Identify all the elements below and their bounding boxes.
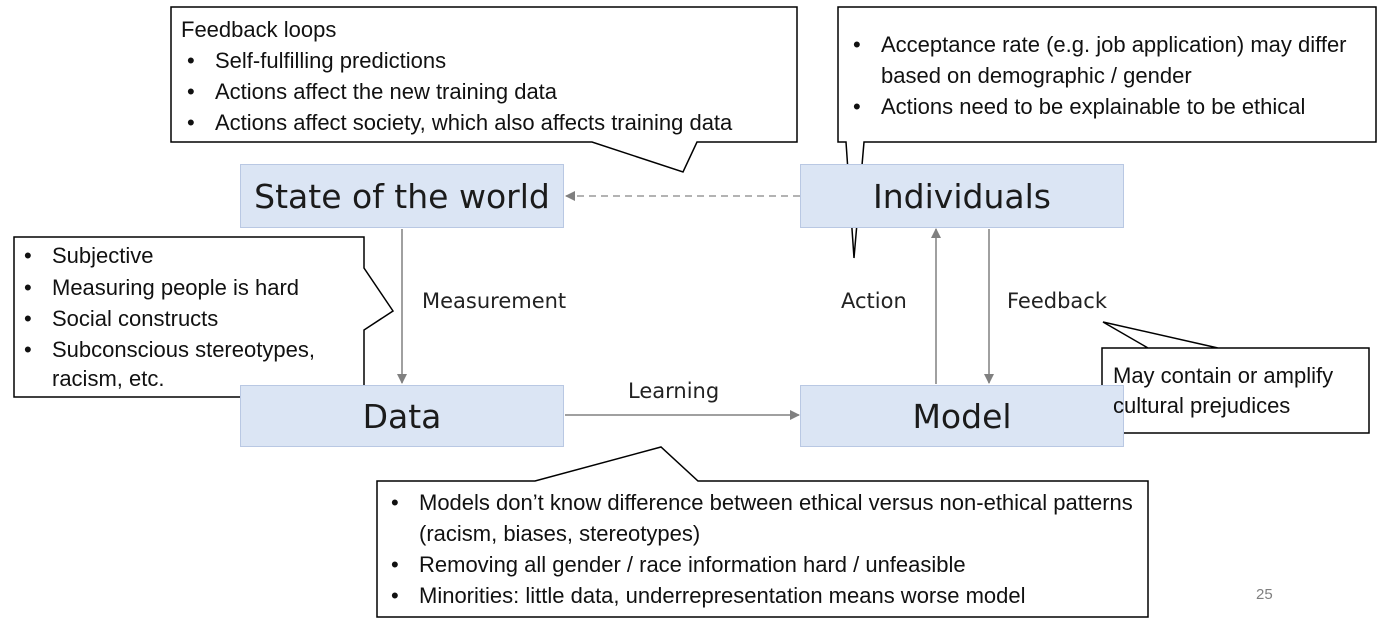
page-number: 25 xyxy=(1256,586,1273,603)
node-individuals: Individuals xyxy=(800,164,1124,228)
node-data: Data xyxy=(240,385,564,447)
callout-prejudices-shape xyxy=(1101,321,1370,434)
list-item: Subjective xyxy=(18,240,358,272)
list-item: Removing all gender / race information h… xyxy=(385,549,1145,580)
callout-measurement-issues: Subjective Measuring people is hard Soci… xyxy=(18,240,358,393)
list-item: Self-fulfilling predictions xyxy=(181,45,791,76)
callout-feedback-loops-title: Feedback loops xyxy=(181,17,337,42)
callout-feedback-loops: Feedback loops Self-fulfilling predictio… xyxy=(181,14,791,138)
callout-prejudices: May contain or amplify cultural prejudic… xyxy=(1113,363,1334,418)
list-item: Actions affect society, which also affec… xyxy=(181,107,791,138)
callout-learning-issues-list: Models don’t know difference between eth… xyxy=(385,487,1145,611)
edge-label-learning: Learning xyxy=(628,379,720,403)
callout-acceptance-list: Acceptance rate (e.g. job application) m… xyxy=(847,29,1367,122)
callout-feedback-loops-list: Self-fulfilling predictions Actions affe… xyxy=(181,45,791,138)
callout-acceptance: Acceptance rate (e.g. job application) m… xyxy=(847,29,1367,122)
edge-label-feedback: Feedback xyxy=(1007,289,1108,313)
list-item: Acceptance rate (e.g. job application) m… xyxy=(847,29,1367,91)
node-state-of-the-world: State of the world xyxy=(240,164,564,228)
list-item: Actions affect the new training data xyxy=(181,76,791,107)
list-item: Models don’t know difference between eth… xyxy=(385,487,1145,549)
list-item: Subconscious stereotypes, racism, etc. xyxy=(18,335,358,393)
list-item: Actions need to be explainable to be eth… xyxy=(847,91,1367,122)
node-model: Model xyxy=(800,385,1124,447)
list-item: Social constructs xyxy=(18,303,358,335)
edge-label-action: Action xyxy=(841,289,907,313)
list-item: Minorities: little data, underrepresenta… xyxy=(385,580,1145,611)
list-item: Measuring people is hard xyxy=(18,272,358,304)
callout-measurement-issues-list: Subjective Measuring people is hard Soci… xyxy=(18,240,358,393)
callout-learning-issues: Models don’t know difference between eth… xyxy=(385,487,1145,611)
edge-label-measurement: Measurement xyxy=(422,289,567,313)
